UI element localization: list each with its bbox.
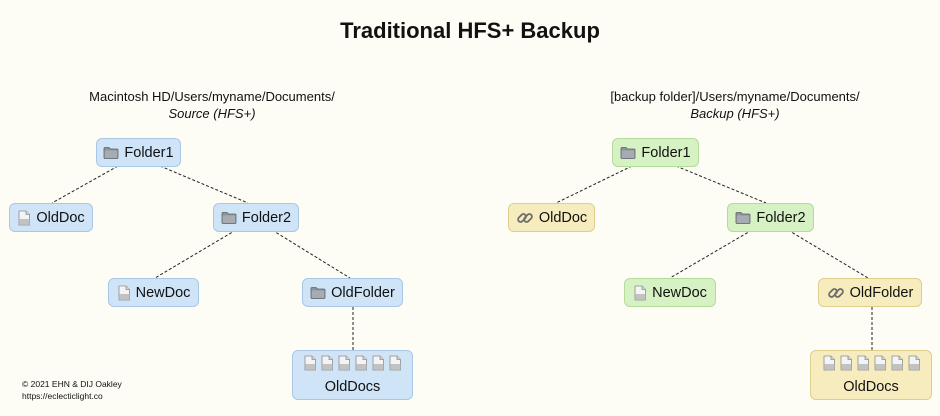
node-label: NewDoc (135, 284, 191, 301)
source-node-folder1: Folder1 (96, 138, 181, 167)
folder-icon (620, 146, 636, 159)
backup-label: Backup (HFS+) (690, 106, 780, 121)
source-node-oldfolder: OldFolder (302, 278, 403, 307)
backup-node-olddocs: OldDocs (810, 350, 932, 400)
folder-icon (103, 146, 119, 159)
document-icon (907, 355, 921, 371)
node-label: OldFolder (849, 284, 914, 301)
document-icon (856, 355, 870, 371)
footer: © 2021 EHN & DIJ Oakley https://eclectic… (22, 378, 122, 402)
node-label: OldDocs (843, 379, 899, 395)
folder-icon (221, 211, 237, 224)
backup-path: [backup folder]/Users/myname/Documents/ (610, 89, 860, 104)
node-label: OldDocs (324, 379, 381, 395)
source-node-olddoc: OldDoc (9, 203, 93, 232)
node-label: OldDoc (538, 209, 588, 226)
diagram-title: Traditional HFS+ Backup (340, 18, 600, 43)
folder-icon (735, 211, 751, 224)
source-node-olddocs: OldDocs (292, 350, 413, 400)
backup-caption: [backup folder]/Users/myname/Documents/ … (555, 88, 915, 122)
connector-bak-folder2-newdoc (669, 229, 753, 279)
node-label: Folder1 (124, 144, 174, 161)
source-label: Source (HFS+) (168, 106, 256, 121)
copyright-text: © 2021 EHN & DIJ Oakley (22, 379, 122, 389)
document-icon (337, 355, 351, 371)
node-label: OldDoc (36, 209, 85, 226)
node-label: Folder2 (241, 209, 292, 226)
folder-icon (310, 286, 326, 299)
node-label: Folder1 (641, 144, 691, 161)
source-node-folder2: Folder2 (213, 203, 299, 232)
source-path: Macintosh HD/Users/myname/Documents/ (89, 89, 335, 104)
document-icon (117, 285, 131, 301)
document-icon (354, 355, 368, 371)
document-icon (320, 355, 334, 371)
node-label: OldFolder (331, 284, 395, 301)
source-caption: Macintosh HD/Users/myname/Documents/ Sou… (32, 88, 392, 122)
document-icon (388, 355, 402, 371)
connector-src-folder1-folder2 (159, 165, 249, 204)
document-icon (17, 210, 31, 226)
document-icon (890, 355, 904, 371)
link-icon (827, 284, 845, 302)
connector-src-folder2-newdoc (154, 229, 237, 279)
document-icon (303, 355, 317, 371)
document-icons (822, 355, 921, 371)
backup-node-folder1: Folder1 (612, 138, 699, 167)
backup-node-newdoc: NewDoc (624, 278, 716, 307)
connector-bak-folder2-oldfolder (787, 229, 869, 279)
backup-node-oldfolder: OldFolder (818, 278, 922, 307)
connector-src-folder1-olddoc (51, 165, 119, 204)
document-icons (303, 355, 402, 371)
backup-node-folder2: Folder2 (727, 203, 814, 232)
document-icon (633, 285, 647, 301)
connector-src-folder2-oldfolder (271, 229, 351, 279)
source-node-newdoc: NewDoc (108, 278, 199, 307)
document-icon (873, 355, 887, 371)
node-label: Folder2 (756, 209, 806, 226)
node-label: NewDoc (652, 284, 707, 301)
document-icon (371, 355, 385, 371)
website-link[interactable]: https://eclecticlight.co (22, 391, 103, 401)
link-icon (516, 209, 534, 227)
backup-node-olddoc: OldDoc (508, 203, 595, 232)
connector-bak-folder1-olddoc (555, 165, 633, 204)
document-icon (822, 355, 836, 371)
document-icon (839, 355, 853, 371)
connector-bak-folder1-folder2 (675, 165, 767, 204)
